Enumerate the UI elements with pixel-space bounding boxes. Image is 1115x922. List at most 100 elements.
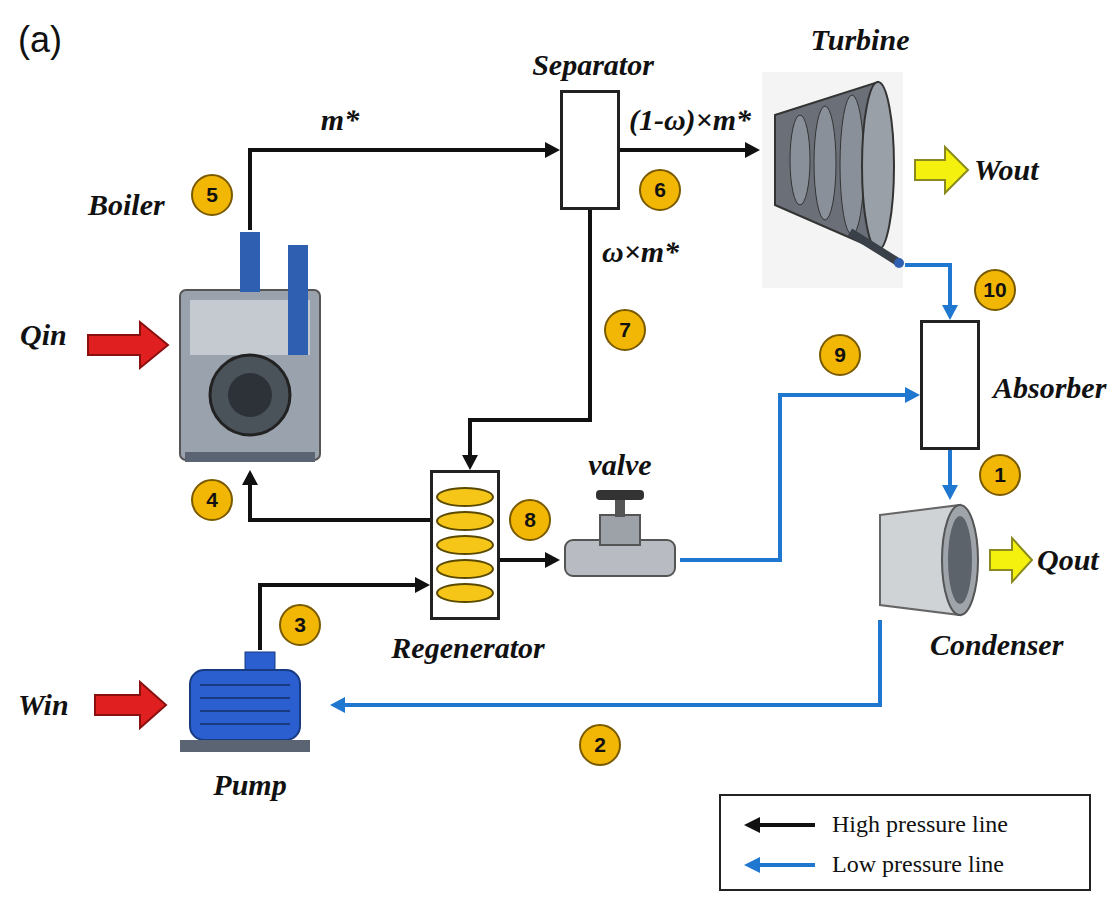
component-label: Separator [532, 48, 654, 83]
panel-tag: (a) [18, 19, 62, 60]
legend-box-part [720, 795, 1090, 890]
flow-line [905, 265, 950, 310]
heat-label: Qout [1037, 543, 1099, 578]
flow-line [340, 620, 880, 705]
valve-node: valve [560, 490, 680, 600]
condenser-picture-part [942, 505, 978, 615]
flow-connector [330, 620, 880, 713]
callout-number: 6 [654, 178, 666, 202]
component-label-holder: Turbine [811, 23, 910, 58]
condenser-node: Condenser [860, 500, 980, 620]
callout-number: 1 [994, 463, 1006, 487]
condenser-picture-part [948, 516, 972, 604]
boiler-picture-part [240, 232, 260, 292]
panel-tag-holder: (a) [18, 19, 62, 60]
legend-text-holder: Low pressure line [832, 851, 1004, 879]
arrow-head [745, 142, 760, 158]
callout-number-holder: 3 [294, 613, 306, 637]
callout-circle-part [580, 725, 620, 765]
condenser-picture [880, 505, 978, 615]
valve-picture-part [600, 515, 640, 545]
boiler-picture-part [185, 452, 315, 462]
regenerator-coil-part [437, 560, 493, 578]
callout-number-holder: 6 [654, 178, 666, 202]
separator-box: Separator [560, 90, 620, 210]
heat-work-arrow [88, 147, 1032, 728]
flow-connector [905, 265, 958, 320]
legend-box-part [758, 863, 815, 867]
callout-number: 9 [834, 343, 846, 367]
heat-label: Qin [20, 318, 67, 353]
flow-line [470, 210, 590, 460]
component-label-holder: Pump [213, 768, 286, 803]
arrow-head [545, 142, 560, 158]
component-label-holder: Absorber [993, 371, 1106, 406]
legend-box-part [758, 823, 815, 827]
valve-picture-part [596, 490, 644, 500]
callout-circle-part [192, 175, 232, 215]
pump-node: Pump [170, 650, 330, 760]
flow-connector [250, 142, 560, 230]
heat-label-holder: Qout [1037, 543, 1099, 578]
callout-circle-part [510, 500, 550, 540]
boiler-picture [180, 232, 320, 462]
flow-line [250, 480, 430, 520]
component-label-holder: Separator [532, 48, 654, 83]
component-label: Condenser [930, 628, 1063, 663]
flow-line [250, 150, 550, 230]
component-label: Regenerator [391, 631, 544, 666]
regenerator-coil-part [437, 512, 493, 530]
pump-picture-part [180, 740, 310, 752]
callout-number: 7 [619, 318, 631, 342]
absorber-box: Absorber [920, 320, 980, 450]
component-label-holder: Condenser [930, 628, 1063, 663]
valve-picture [565, 490, 675, 576]
arrow-head [545, 552, 560, 568]
flow-connector [242, 470, 430, 520]
component-label-holder: valve [588, 448, 651, 483]
flow-label: m* [321, 103, 359, 138]
turbine-picture-part [894, 258, 904, 268]
heat-work-arrow-part [88, 322, 168, 368]
turbine-picture [762, 72, 904, 288]
flow-connector [500, 552, 560, 568]
flow-label: (1-ω)×m* [629, 103, 751, 138]
callout-number: 2 [594, 733, 606, 757]
callout-number: 4 [206, 488, 218, 512]
work-label-holder: Wout [974, 153, 1038, 188]
arrow-head [942, 305, 958, 320]
regenerator-coil [437, 488, 493, 602]
callout-circle-part [820, 335, 860, 375]
flow-connector [942, 450, 958, 500]
legend-text: Low pressure line [832, 851, 1004, 879]
work-label: Win [18, 688, 69, 723]
callout-number-holder: 8 [524, 508, 536, 532]
callout-number-holder: 7 [619, 318, 631, 342]
flow-connector [620, 142, 760, 158]
work-label: Wout [974, 153, 1038, 188]
callout-circle-part [192, 480, 232, 520]
arrow-head [462, 455, 478, 470]
callout-circle-part [280, 605, 320, 645]
turbine-picture-part [850, 232, 898, 262]
legend-box-part [744, 857, 760, 873]
regenerator-box: Regenerator [430, 470, 500, 620]
heat-work-arrow-part [915, 147, 968, 193]
turbine-node: Turbine [760, 70, 905, 290]
boiler-node: Boiler [170, 230, 330, 470]
flow-label: ω×m* [602, 235, 679, 270]
legend-box-part [744, 817, 760, 833]
regenerator-coil-part [437, 536, 493, 554]
heat-work-arrow-part [990, 538, 1032, 582]
callout-circle-part [975, 270, 1015, 310]
component-label-holder: Regenerator [391, 631, 544, 666]
work-label-holder: Win [18, 688, 69, 723]
callout-number: 5 [206, 183, 218, 207]
flow-line [680, 395, 910, 560]
heat-label-holder: Qin [20, 318, 67, 353]
boiler-picture-part [228, 373, 272, 417]
callout-circle [192, 170, 1020, 765]
callout-circle-part [640, 170, 680, 210]
